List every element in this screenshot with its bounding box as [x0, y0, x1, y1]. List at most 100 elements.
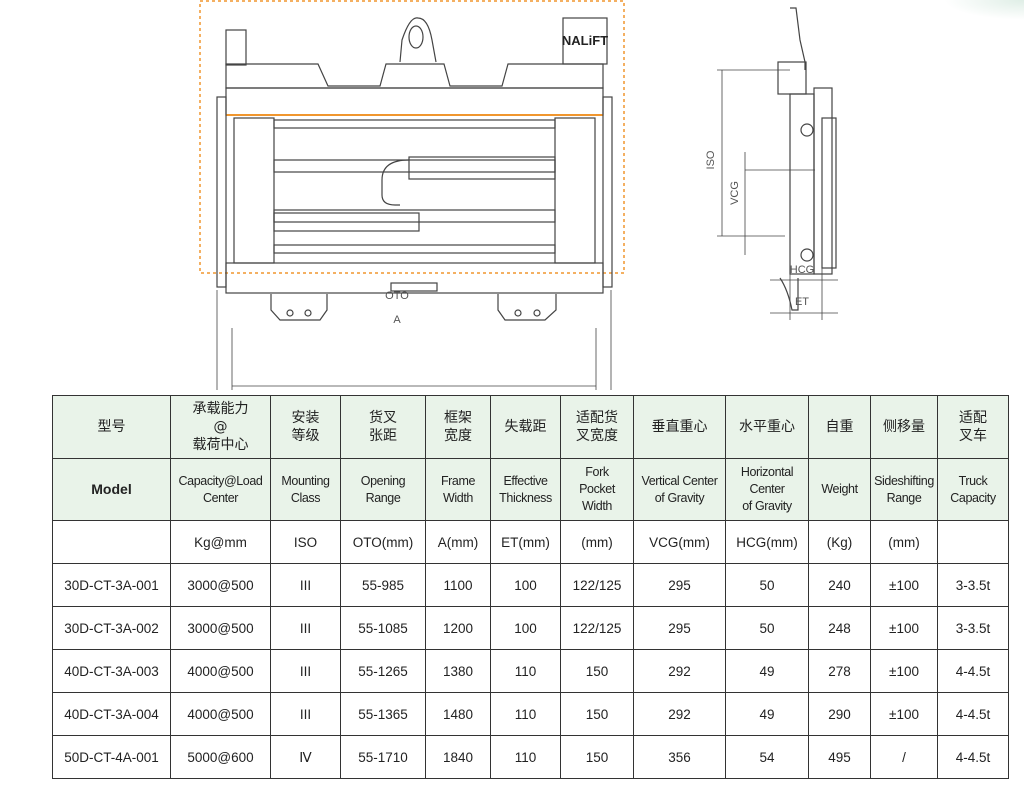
header-row-chinese-cell: 承载能力@载荷中心: [170, 395, 271, 459]
spec-table: 型号承载能力@载荷中心安装等级货叉张距框架宽度失载距适配货叉宽度垂直重心水平重心…: [52, 395, 1009, 779]
table-row-cell: 1200: [425, 606, 491, 650]
hcg-label: HCG: [790, 264, 814, 276]
header-row-chinese: 型号承载能力@载荷中心安装等级货叉张距框架宽度失载距适配货叉宽度垂直重心水平重心…: [52, 395, 1009, 459]
header-row-chinese-cell: 适配叉车: [937, 395, 1009, 459]
header-row-chinese-cell: 侧移量: [870, 395, 938, 459]
header-row-english-cell: Model: [52, 458, 171, 521]
table-row-cell: ±100: [870, 649, 938, 693]
table-row-cell: 40D-CT-3A-003: [52, 649, 171, 693]
units-row-cell: A(mm): [425, 520, 491, 564]
table-row-cell: 295: [633, 606, 726, 650]
header-row-chinese-cell: 水平重心: [725, 395, 809, 459]
table-row-cell: 150: [560, 649, 634, 693]
units-row-cell: (mm): [560, 520, 634, 564]
table-row-cell: 5000@600: [170, 735, 271, 779]
table-row-cell: 4000@500: [170, 649, 271, 693]
table-row-cell: ±100: [870, 692, 938, 736]
table-row-cell: 150: [560, 692, 634, 736]
vcg-label: VCG: [729, 181, 741, 205]
table-row-cell: 100: [490, 563, 561, 607]
header-row-chinese-cell: 适配货叉宽度: [560, 395, 634, 459]
table-row-cell: 1100: [425, 563, 491, 607]
table-row-cell: 55-985: [340, 563, 426, 607]
table-row-cell: 55-1085: [340, 606, 426, 650]
header-row-chinese-cell: 失载距: [490, 395, 561, 459]
table-row-cell: 150: [560, 735, 634, 779]
table-row-cell: 295: [633, 563, 726, 607]
side-view: [717, 7, 838, 320]
header-row-english-cell: Weight: [808, 458, 871, 521]
table-row-cell: 55-1365: [340, 692, 426, 736]
highlight-box: [199, 0, 625, 274]
a-label: A: [393, 314, 401, 326]
table-row-cell: 1380: [425, 649, 491, 693]
table-row-cell: 4000@500: [170, 692, 271, 736]
table-row-cell: 100: [490, 606, 561, 650]
header-row-chinese-cell: 自重: [808, 395, 871, 459]
oto-label: OTO: [385, 290, 409, 302]
table-row-cell: ±100: [870, 606, 938, 650]
table-row-cell: 356: [633, 735, 726, 779]
header-row-chinese-cell: 安装等级: [270, 395, 341, 459]
table-row-cell: 50D-CT-4A-001: [52, 735, 171, 779]
table-row-cell: 54: [725, 735, 809, 779]
units-row-cell: [937, 520, 1009, 564]
table-row-cell: III: [270, 606, 341, 650]
table-row-cell: ±100: [870, 563, 938, 607]
header-row-chinese-cell: 垂直重心: [633, 395, 726, 459]
table-row-cell: 1840: [425, 735, 491, 779]
iso-label: ISO: [705, 150, 717, 169]
table-row-cell: 55-1710: [340, 735, 426, 779]
header-row-chinese-cell: 框架宽度: [425, 395, 491, 459]
table-row-cell: 4-4.5t: [937, 692, 1009, 736]
table-row-cell: 3000@500: [170, 606, 271, 650]
header-row-chinese-cell: 货叉张距: [340, 395, 426, 459]
units-row-cell: Kg@mm: [170, 520, 271, 564]
units-row-cell: OTO(mm): [340, 520, 426, 564]
units-row-cell: HCG(mm): [725, 520, 809, 564]
table-row-cell: III: [270, 649, 341, 693]
table-row-cell: 50: [725, 563, 809, 607]
units-row-cell: (mm): [870, 520, 938, 564]
table-row-cell: 248: [808, 606, 871, 650]
table-row-cell: 30D-CT-3A-002: [52, 606, 171, 650]
table-row-cell: 495: [808, 735, 871, 779]
table-row-cell: 3-3.5t: [937, 563, 1009, 607]
units-row-cell: [52, 520, 171, 564]
table-row-cell: 3000@500: [170, 563, 271, 607]
table-row-cell: 49: [725, 692, 809, 736]
table-row-cell: 40D-CT-3A-004: [52, 692, 171, 736]
header-row-chinese-cell: 型号: [52, 395, 171, 459]
brand-logo: NALiFT: [562, 33, 608, 48]
table-row-cell: III: [270, 563, 341, 607]
units-row-cell: (Kg): [808, 520, 871, 564]
units-row-cell: ET(mm): [490, 520, 561, 564]
table-row-cell: 49: [725, 649, 809, 693]
table-row-cell: 50: [725, 606, 809, 650]
units-row-cell: VCG(mm): [633, 520, 726, 564]
table-row-cell: 30D-CT-3A-001: [52, 563, 171, 607]
table-row-cell: 3-3.5t: [937, 606, 1009, 650]
table-row-cell: 292: [633, 649, 726, 693]
table-row-cell: 110: [490, 735, 561, 779]
table-row-cell: 290: [808, 692, 871, 736]
table-row-cell: Ⅳ: [270, 735, 341, 779]
table-row-cell: 4-4.5t: [937, 735, 1009, 779]
